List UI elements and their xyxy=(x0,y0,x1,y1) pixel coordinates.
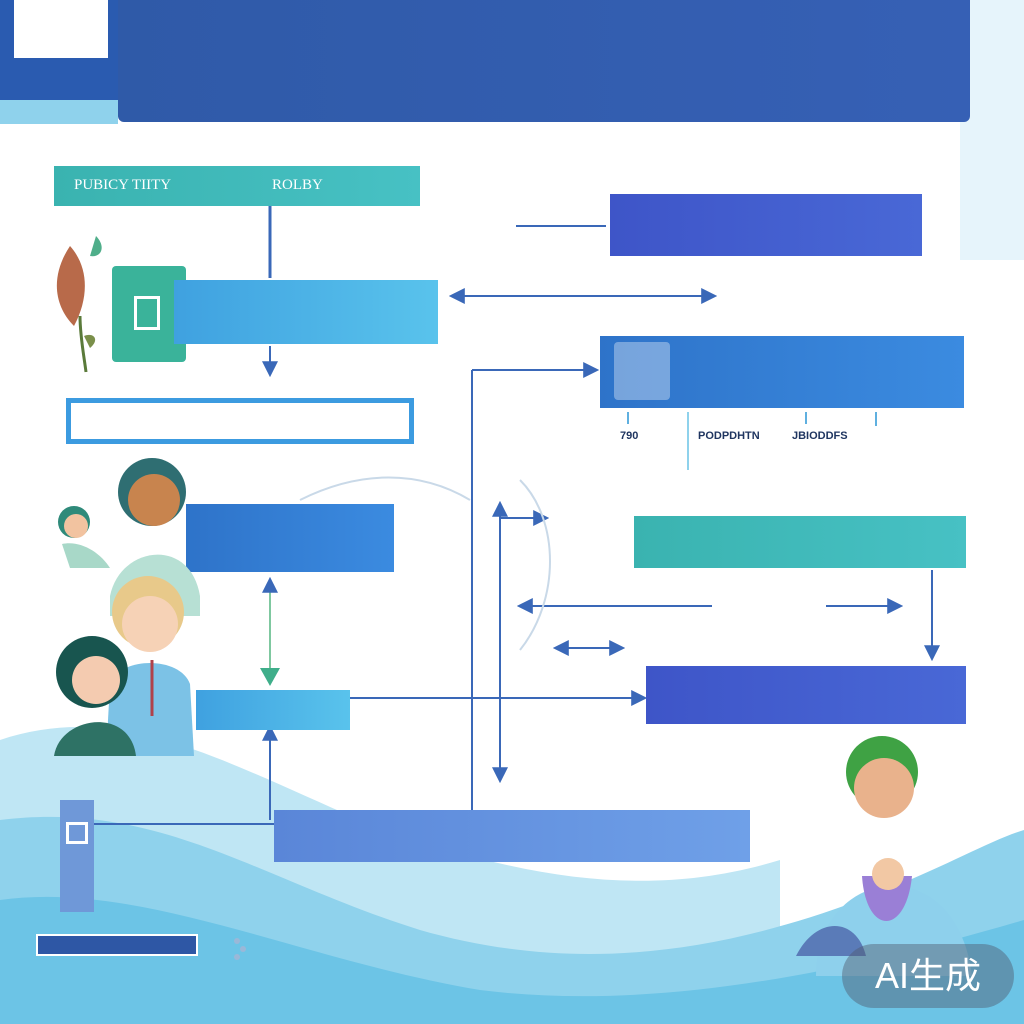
pillar-doc-icon xyxy=(66,822,88,844)
front-wave xyxy=(0,896,1024,1024)
person-dark-hair xyxy=(54,636,136,756)
stat-1-top: 790 xyxy=(620,430,639,442)
corner-panel xyxy=(14,0,108,58)
green-triangle-arrow xyxy=(260,668,280,686)
outline-box xyxy=(66,398,414,444)
person-illustration-right xyxy=(796,736,972,976)
connector-curve xyxy=(299,476,471,501)
left-light-strip xyxy=(0,96,118,124)
stat-2-top: PODPDHTN xyxy=(698,430,760,442)
person-nurse-small xyxy=(58,506,110,568)
document-icon xyxy=(134,296,160,330)
right-light-panel xyxy=(960,0,1024,260)
plant-illustration xyxy=(56,236,102,373)
corner-block xyxy=(0,0,118,100)
header-banner xyxy=(118,0,970,122)
cluster-icon xyxy=(232,936,250,964)
mid-right-teal-box xyxy=(634,516,966,568)
green-card-box xyxy=(174,280,438,344)
stats-row: 790 PODPDHTN JBIODDFS xyxy=(600,426,970,470)
person-icon xyxy=(614,342,670,400)
top-right-bar xyxy=(610,194,922,256)
people-illustration-left xyxy=(54,458,200,756)
bottom-wide-box xyxy=(274,810,750,862)
pillar-icon xyxy=(60,800,94,912)
lower-right-box xyxy=(646,666,966,724)
right-blue-card xyxy=(600,336,964,408)
person-blonde xyxy=(106,576,194,756)
ai-generated-watermark: AI生成 xyxy=(842,944,1014,1008)
footer-badge xyxy=(36,934,198,956)
policy-box: PUBICY TIITY ROLBY xyxy=(54,166,420,206)
footer-line xyxy=(36,994,226,1010)
stat-3-top: JBIODDFS xyxy=(792,430,848,442)
policy-right-label: ROLBY xyxy=(272,177,323,193)
green-card xyxy=(112,266,186,362)
mid-left-box xyxy=(186,504,394,572)
lower-left-box xyxy=(196,690,350,730)
policy-left-label: PUBICY TIITY xyxy=(74,177,172,193)
connector-curve-2 xyxy=(519,479,551,651)
